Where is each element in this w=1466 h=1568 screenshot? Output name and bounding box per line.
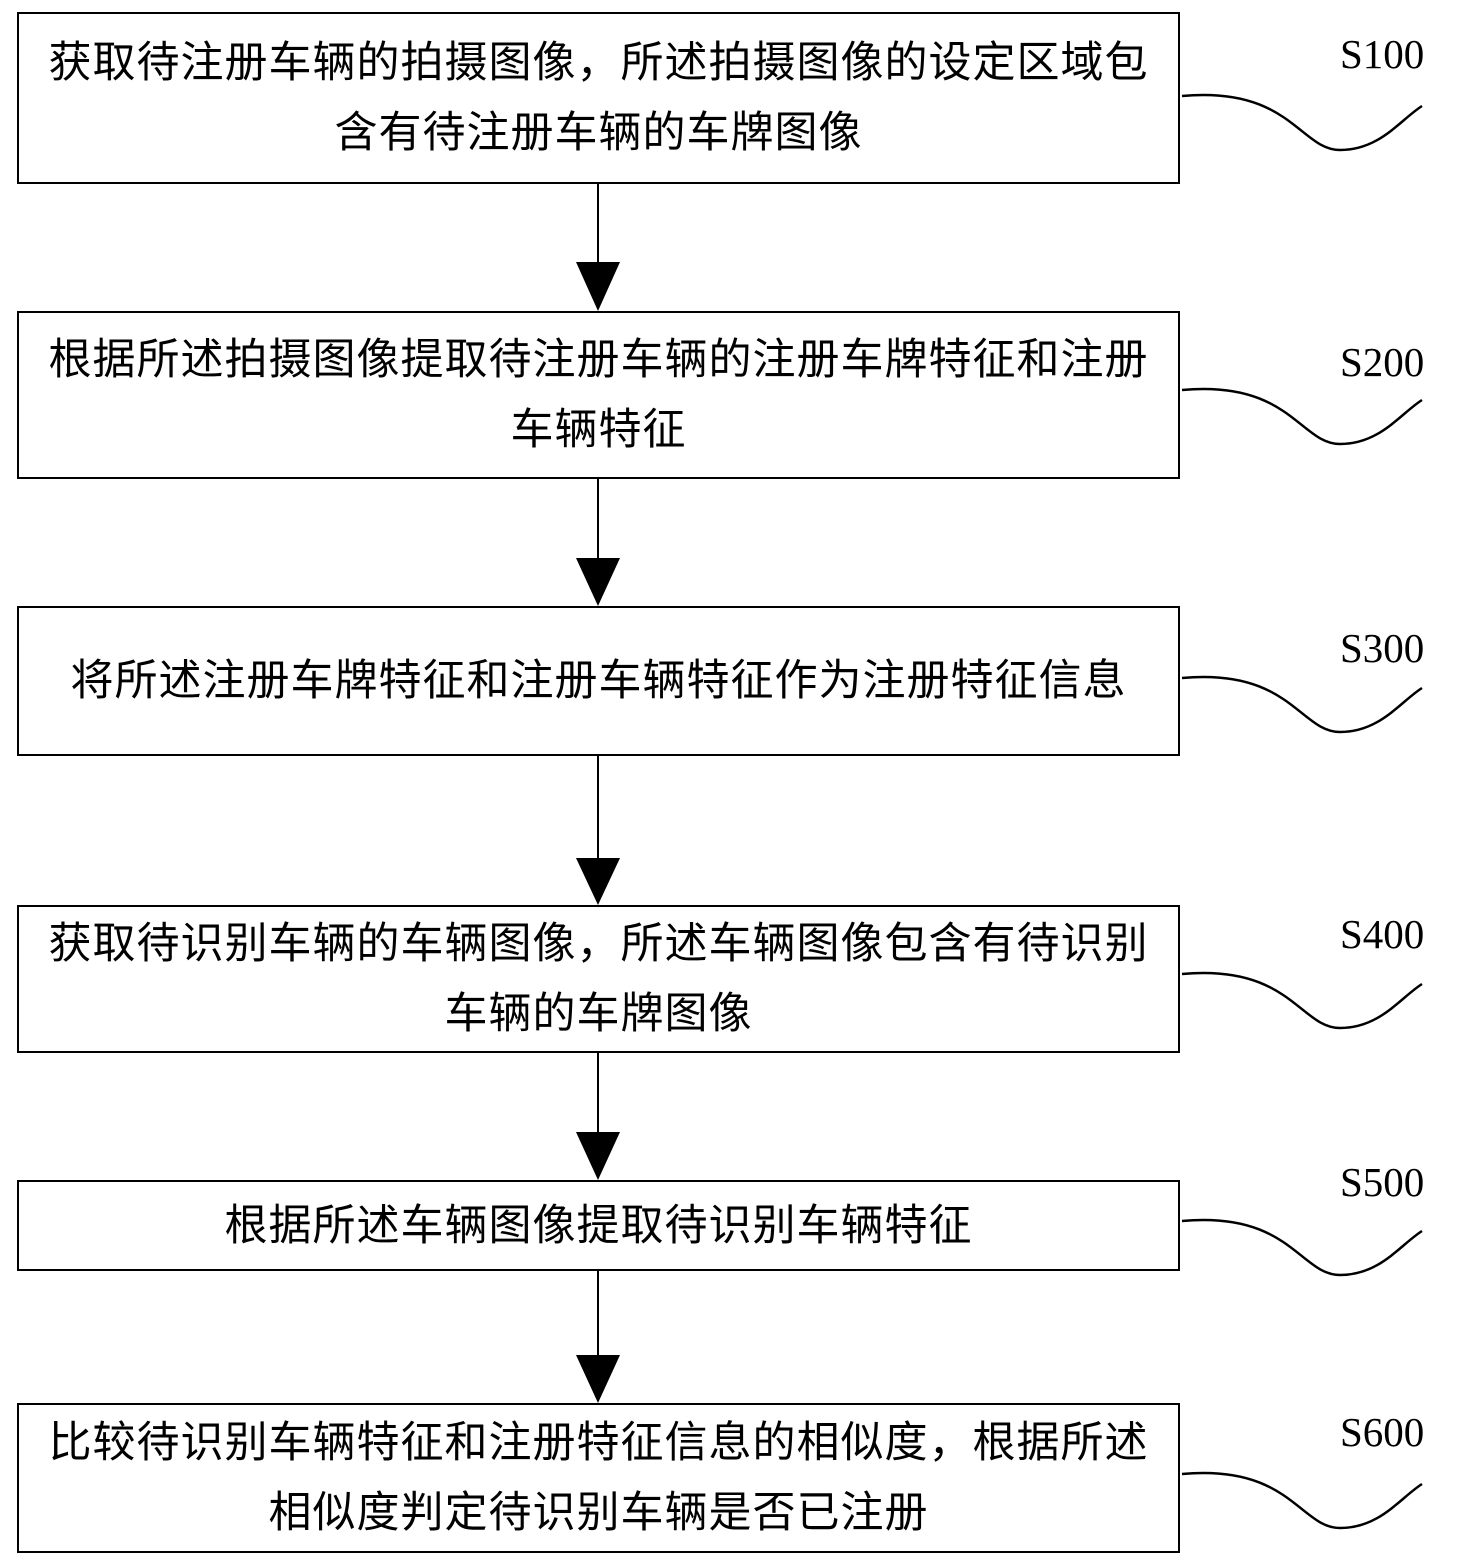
step-box-s300: 将所述注册车牌特征和注册车辆特征作为注册特征信息 — [17, 606, 1180, 756]
arrow-s100-s200 — [576, 183, 620, 311]
step-text-s500: 根据所述车辆图像提取待识别车辆特征 — [224, 1200, 973, 1251]
step-box-s600: 比较待识别车辆特征和注册特征信息的相似度，根据所述相似度判定待识别车辆是否已注册 — [17, 1403, 1180, 1553]
step-label-s100: S100 — [1340, 31, 1425, 77]
step-text-s100: 获取待注册车辆的拍摄图像，所述拍摄图像的设定区域包含有待注册车辆的车牌图像 — [48, 38, 1149, 158]
step-label-s200: S200 — [1340, 339, 1425, 385]
step-box-s500: 根据所述车辆图像提取待识别车辆特征 — [17, 1180, 1180, 1271]
step-label-s500: S500 — [1340, 1159, 1425, 1205]
step-box-s200: 根据所述拍摄图像提取待注册车辆的注册车牌特征和注册车辆特征 — [17, 311, 1180, 479]
step-box-s100: 获取待注册车辆的拍摄图像，所述拍摄图像的设定区域包含有待注册车辆的车牌图像 — [17, 12, 1180, 184]
step-label-s600: S600 — [1340, 1409, 1425, 1455]
step-text-s200: 根据所述拍摄图像提取待注册车辆的注册车牌特征和注册车辆特征 — [48, 335, 1149, 455]
leader-line-s400 — [1181, 971, 1423, 1030]
leader-line-s600 — [1181, 1471, 1423, 1530]
step-box-s400: 获取待识别车辆的车辆图像，所述车辆图像包含有待识别车辆的车牌图像 — [17, 905, 1180, 1053]
step-label-s400: S400 — [1340, 911, 1425, 957]
step-text-s300: 将所述注册车牌特征和注册车辆特征作为注册特征信息 — [70, 656, 1127, 706]
step-text-s600: 比较待识别车辆特征和注册特征信息的相似度，根据所述相似度判定待识别车辆是否已注册 — [48, 1418, 1149, 1538]
step-text-s400: 获取待识别车辆的车辆图像，所述车辆图像包含有待识别车辆的车牌图像 — [48, 919, 1149, 1039]
leader-line-s200 — [1181, 387, 1423, 446]
arrow-s300-s400 — [576, 755, 620, 905]
leader-line-s300 — [1181, 675, 1423, 734]
leader-line-s100 — [1181, 93, 1423, 152]
arrow-s400-s500 — [576, 1052, 620, 1180]
arrow-s200-s300 — [576, 478, 620, 606]
step-label-s300: S300 — [1340, 625, 1425, 671]
arrow-s500-s600 — [576, 1270, 620, 1403]
leader-line-s500 — [1181, 1218, 1423, 1277]
